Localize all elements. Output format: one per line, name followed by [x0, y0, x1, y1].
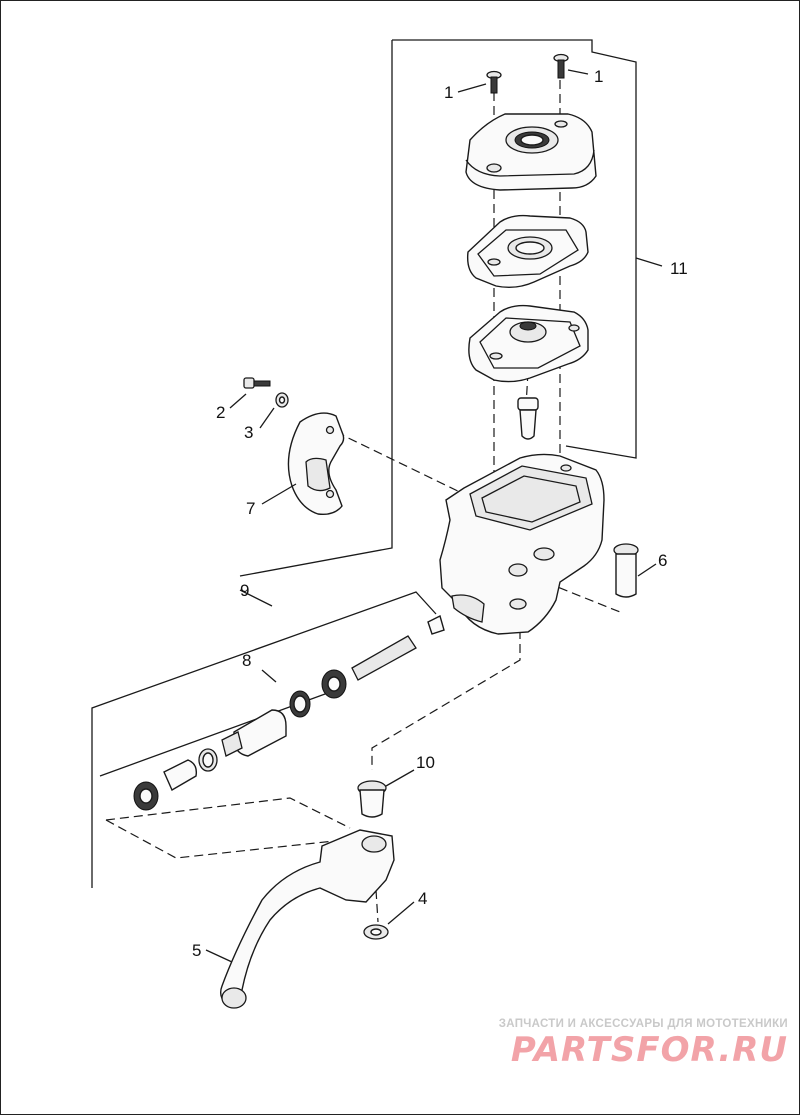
callout-8: 8: [242, 651, 251, 670]
pivot-pin: [613, 543, 639, 598]
callout-11: 11: [670, 259, 688, 278]
callout-3: 3: [244, 423, 253, 442]
callout-2: 2: [216, 403, 225, 422]
watermark-brand: PARTSFOR.RU: [510, 1030, 788, 1070]
master-cylinder-body: [439, 453, 605, 635]
callout-7: 7: [246, 499, 255, 518]
watermark-subtitle: ЗАПЧАСТИ И АКСЕССУАРЫ ДЛЯ МОТОТЕХНИКИ: [498, 1018, 788, 1030]
bracket-11: [239, 39, 663, 577]
brake-lever: [219, 829, 395, 1009]
callout-10: 10: [416, 753, 435, 772]
callout-1-left: 1: [444, 83, 453, 102]
clamp-screw: [243, 377, 271, 389]
callout-4: 4: [418, 889, 427, 908]
callout-9: 9: [240, 581, 249, 600]
sight-glass: [517, 397, 539, 440]
handlebar-clamp: [287, 412, 345, 516]
callout-5: 5: [192, 941, 201, 960]
callout-6: 6: [658, 551, 667, 570]
washer: [275, 392, 289, 408]
retaining-clip: [363, 924, 389, 940]
bracket-8: [99, 669, 337, 777]
pivot-bushing: [357, 780, 387, 818]
bracket-9: [91, 589, 437, 888]
piston-kit: [133, 614, 445, 811]
callout-labels: 1 1 2 3 4 5 6 7 8 9 10 11: [192, 67, 688, 960]
reservoir-cover: [465, 113, 597, 191]
diaphragm-plate: [466, 214, 589, 289]
callout-1-right: 1: [594, 67, 603, 86]
diaphragm: [468, 304, 589, 383]
screw-1-left: [486, 70, 502, 94]
leader-lines: [205, 69, 657, 963]
screw-1-right: [553, 53, 569, 79]
